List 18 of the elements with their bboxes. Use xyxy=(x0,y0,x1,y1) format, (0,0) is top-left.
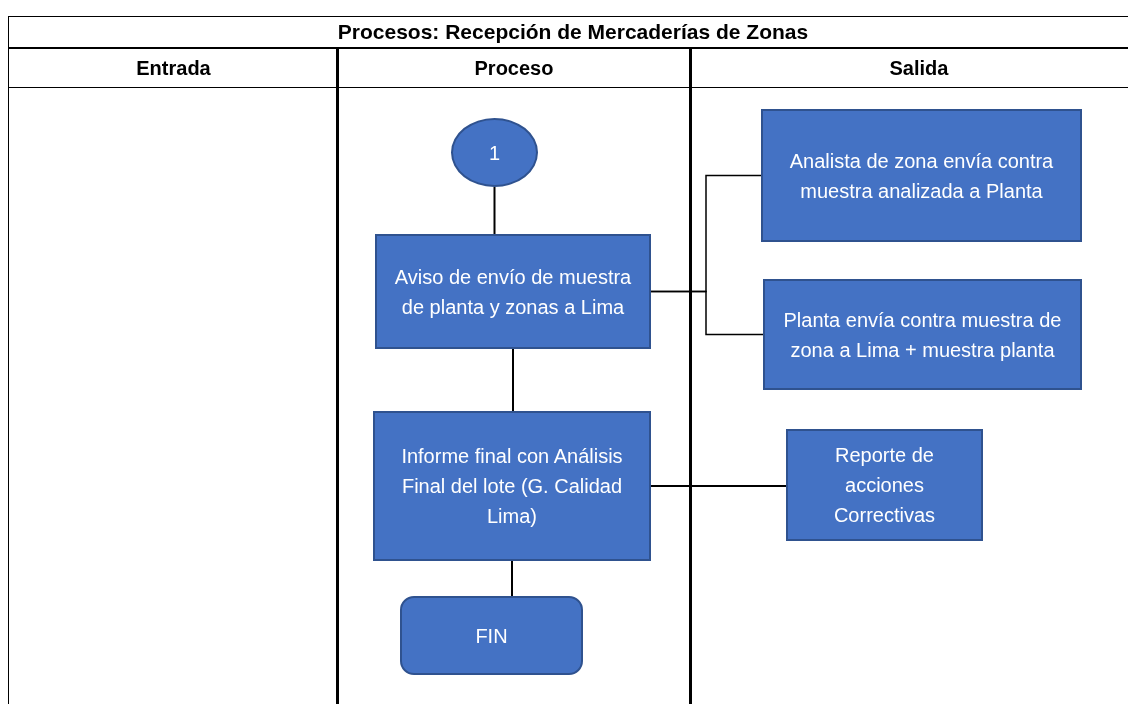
swimlane xyxy=(8,48,338,704)
process-box: Aviso de envío de muestra de planta y zonas a Lima xyxy=(375,234,651,349)
process-box: Reporte de acciones Correctivas xyxy=(786,429,983,541)
connector-line xyxy=(512,348,514,412)
swimlane xyxy=(336,48,692,704)
connector-line xyxy=(650,290,764,336)
connector-line xyxy=(650,485,787,487)
connector-line xyxy=(493,186,496,235)
diagram-title: Procesos: Recepción de Mercaderías de Zonas xyxy=(8,16,1128,48)
connector-line xyxy=(511,560,513,597)
lane-heading: Salida xyxy=(889,56,949,80)
lane-heading: Proceso xyxy=(474,56,554,80)
process-box: Planta envía contra muestra de zona a Lima + muestra planta xyxy=(763,279,1082,390)
terminator-box: FIN xyxy=(400,596,583,675)
process-box: Analista de zona envía contra muestra analizada a Planta xyxy=(761,109,1082,242)
connector-circle: 1 xyxy=(451,118,538,187)
lane-heading: Entrada xyxy=(136,56,211,80)
process-box: Informe final con Análisis Final del lote (G. Calidad Lima) xyxy=(373,411,651,561)
